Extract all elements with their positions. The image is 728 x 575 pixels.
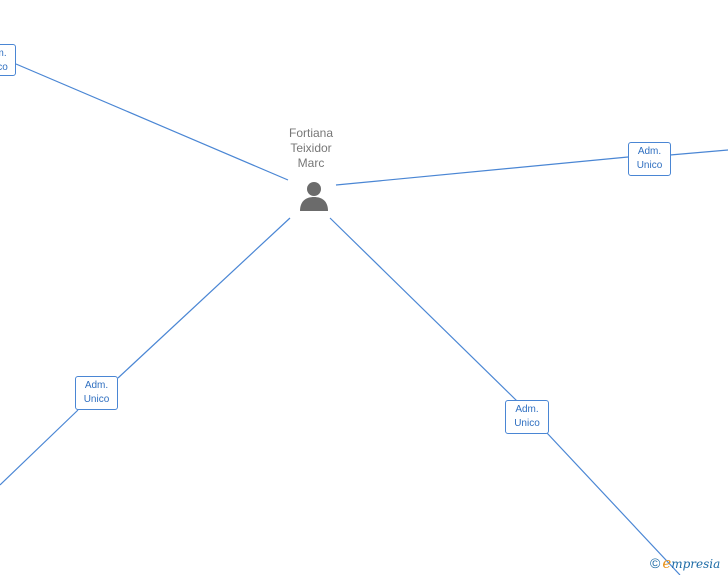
role-label: Adm. bbox=[84, 380, 109, 391]
role-label: Adm. bbox=[0, 48, 7, 59]
person-name-line: Teixidor bbox=[290, 141, 332, 155]
role-label: Adm. bbox=[637, 146, 662, 157]
role-box-right[interactable]: Adm. Unico bbox=[628, 142, 671, 176]
edge-bottom-right-continuation bbox=[546, 432, 681, 575]
role-box-top-left[interactable]: Adm. Unico bbox=[0, 44, 16, 76]
person-name-line: Fortiana bbox=[288, 126, 334, 140]
role-label: Unico bbox=[83, 394, 110, 405]
role-box-bottom-right[interactable]: Adm. Unico bbox=[505, 400, 549, 434]
brand-e: e bbox=[662, 554, 672, 572]
edge-bottom-left-continuation bbox=[0, 409, 79, 486]
role-label: Unico bbox=[514, 418, 540, 429]
brand-rest: mpresia bbox=[671, 557, 721, 571]
copyright-icon: © bbox=[650, 555, 661, 571]
empresia-logo[interactable]: ©empresia bbox=[650, 554, 720, 572]
edge-right-continuation bbox=[669, 149, 728, 156]
person-name-line: Marc bbox=[297, 156, 325, 170]
edge-to-top-left bbox=[15, 63, 289, 181]
edge-to-bottom-left bbox=[117, 217, 291, 379]
person-name[interactable]: Fortiana Teixidor Marc bbox=[266, 126, 356, 171]
role-label: Unico bbox=[0, 62, 8, 73]
edge-to-right bbox=[335, 156, 629, 186]
role-label: Unico bbox=[636, 160, 663, 171]
person-silhouette-icon[interactable] bbox=[298, 181, 330, 211]
edge-to-bottom-right bbox=[329, 217, 518, 402]
role-label: Adm. bbox=[515, 404, 539, 415]
role-box-bottom-left[interactable]: Adm. Unico bbox=[75, 376, 118, 410]
